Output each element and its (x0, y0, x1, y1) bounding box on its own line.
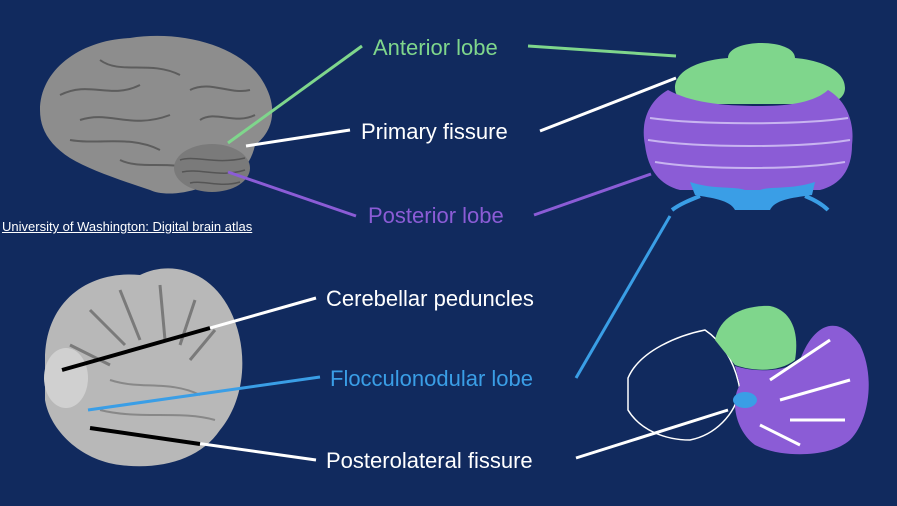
posterior-line-left (227, 170, 357, 218)
label-primary-fissure: Primary fissure (361, 119, 508, 144)
anterior-line-right (527, 44, 677, 58)
leader-lines (61, 44, 729, 462)
sagittal-diagram (627, 305, 869, 455)
cerebellum-in-photo (174, 144, 250, 192)
primary-fissure-line-right (539, 76, 677, 133)
label-cerebellar-peduncles: Cerebellar peduncles (326, 286, 534, 311)
label-posterolateral-fissure: Posterolateral fissure (326, 448, 533, 473)
label-flocculonodular-lobe: Flocculonodular lobe (330, 366, 534, 391)
cerebellum-diagram (643, 43, 853, 212)
posterolateral-line-right (575, 408, 729, 460)
brain-photo (40, 35, 273, 194)
posterior-line-right (533, 172, 652, 217)
posterolateral-line-black (89, 426, 201, 446)
primary-fissure-line-left (245, 128, 351, 148)
credit-link[interactable]: University of Washington: Digital brain … (2, 219, 253, 234)
flocculonodular-line-left (87, 375, 321, 412)
label-posterior-lobe: Posterior lobe (368, 203, 504, 228)
label-anterior-lobe: Anterior lobe (373, 35, 498, 60)
peduncles-line-black (61, 326, 211, 372)
anterior-line-left (227, 44, 363, 145)
cerebellum-photo (44, 268, 243, 467)
flocculonodular-line-right (574, 215, 672, 379)
